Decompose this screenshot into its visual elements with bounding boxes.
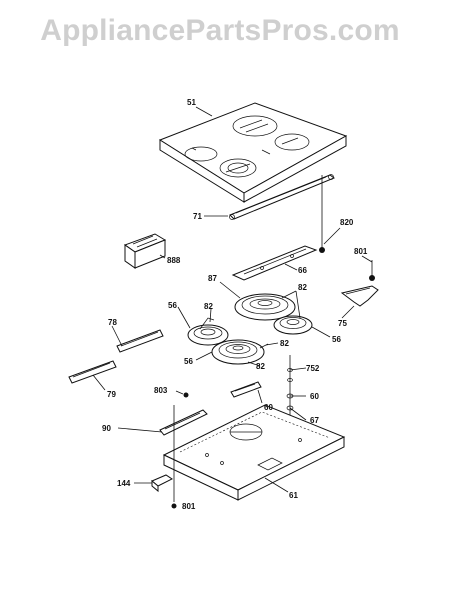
label-78: 78 (108, 318, 117, 327)
part-56-element-right[interactable] (273, 315, 313, 335)
label-56-right: 56 (332, 335, 341, 344)
label-144: 144 (117, 479, 131, 488)
label-803: 803 (154, 386, 168, 395)
label-820: 820 (340, 218, 354, 227)
part-87-large-element[interactable] (234, 293, 296, 321)
part-60-strip[interactable] (230, 381, 263, 404)
label-888: 888 (167, 256, 181, 265)
part-61-bottom-pan[interactable] (162, 404, 346, 501)
part-820-screw[interactable] (319, 175, 325, 253)
part-labels: 51 71 820 888 66 801 87 82 56 82 78 75 5… (102, 98, 368, 511)
label-82-right: 82 (280, 339, 289, 348)
part-71-trim-strip[interactable] (229, 174, 336, 220)
label-79: 79 (107, 390, 116, 399)
part-79-rail[interactable] (68, 360, 117, 391)
label-801-top: 801 (354, 247, 368, 256)
label-82-top: 82 (298, 283, 307, 292)
label-67: 67 (310, 416, 319, 425)
label-60-stack: 60 (310, 392, 319, 401)
part-56-element-front[interactable] (211, 339, 269, 365)
label-801-bottom: 801 (182, 502, 196, 511)
part-144-clip[interactable] (134, 474, 173, 493)
part-888-junction-box[interactable] (123, 233, 167, 269)
label-51: 51 (187, 98, 196, 107)
label-56-left: 56 (168, 301, 177, 310)
part-801-screw-top[interactable] (369, 260, 375, 281)
watermark: AppliancePartsPros.com (40, 14, 400, 47)
label-87: 87 (208, 274, 217, 283)
part-51-cooktop-glass[interactable] (158, 102, 348, 203)
leader-lines (111, 106, 373, 361)
part-803-screw[interactable] (175, 390, 189, 398)
part-75-switch[interactable] (340, 285, 379, 307)
label-75: 75 (338, 319, 347, 328)
part-66-bracket[interactable] (231, 245, 318, 281)
leader-lines-82 (209, 290, 301, 367)
part-801-screw-bottom[interactable] (171, 405, 177, 509)
label-82-front: 82 (256, 362, 265, 371)
part-78-rail[interactable] (116, 329, 164, 353)
label-61: 61 (289, 491, 298, 500)
label-66: 66 (298, 266, 307, 275)
label-56-front: 56 (184, 357, 193, 366)
label-82-left: 82 (204, 302, 213, 311)
label-752: 752 (306, 364, 320, 373)
label-90: 90 (102, 424, 111, 433)
part-56-element-left[interactable] (187, 317, 229, 346)
label-71: 71 (193, 212, 202, 221)
part-90-bracket[interactable] (117, 409, 208, 436)
label-60-strip: 60 (264, 403, 273, 412)
